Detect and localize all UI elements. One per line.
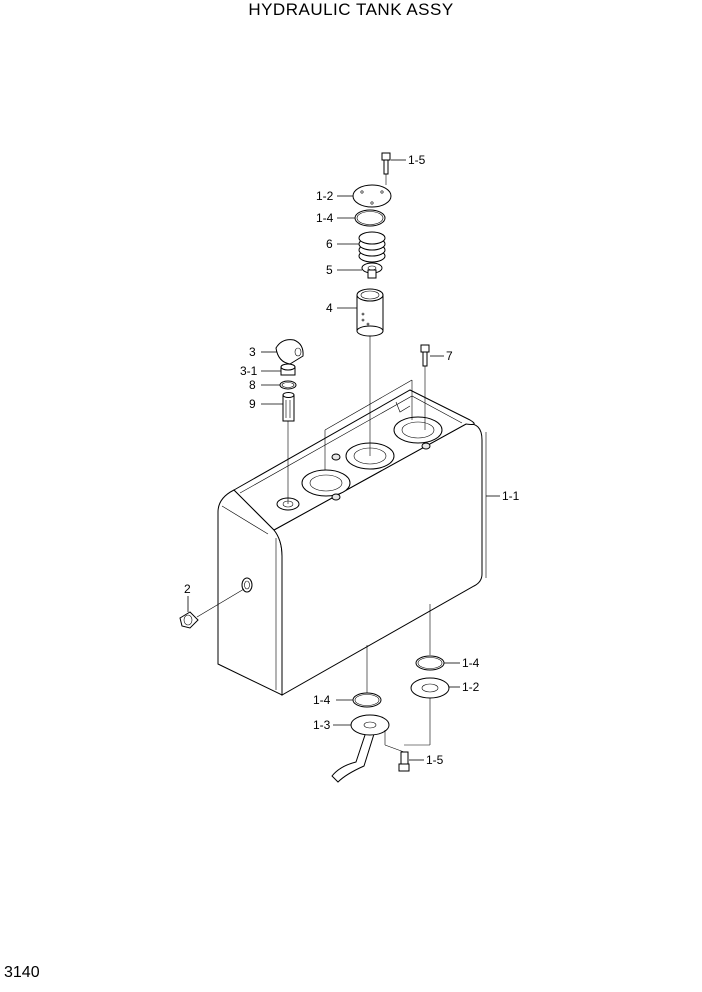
leader-lines [187,159,500,761]
valve-5 [361,262,383,279]
o-ring-8 [279,380,297,390]
filter-element-4 [356,288,384,337]
callout-7: 7 [446,349,453,363]
callout-1-2-right: 1-2 [462,680,480,694]
suction-pipe-1-3 [331,714,390,783]
bolt-1-5-bottom [398,751,410,772]
cover-plate-1-2-right [410,677,450,699]
spring-6 [358,231,386,263]
diagram-title: HYDRAULIC TANK ASSY [248,0,454,19]
o-ring-1-4-right [415,655,445,671]
plug-2 [179,611,199,629]
adapter-3-1 [280,363,296,376]
callout-5: 5 [326,263,333,277]
callout-3: 3 [249,345,256,359]
callout-1-4-left: 1-4 [313,693,331,707]
callout-1-2-top: 1-2 [316,189,334,203]
callout-1-4-right: 1-4 [462,656,480,670]
callout-1-1: 1-1 [502,489,520,503]
tank-body [217,389,487,696]
o-ring-1-4-top [354,209,386,227]
callout-6: 6 [326,237,333,251]
side-port [241,577,253,593]
bolt-7 [420,344,430,367]
callout-1-3: 1-3 [313,718,331,732]
callout-3-1: 3-1 [240,364,258,378]
cover-plate-1-2-top [352,184,392,208]
o-ring-1-4-left [352,692,382,708]
callout-2: 2 [184,582,191,596]
bolt-1-5-top [381,152,391,175]
callout-9: 9 [249,397,256,411]
strainer-9 [282,392,295,422]
callout-8: 8 [249,378,256,392]
cap-3 [275,339,304,365]
callout-1-5-top: 1-5 [408,153,426,167]
page-number: 3140 [4,964,40,981]
callout-4: 4 [326,301,333,315]
callout-1-4-top: 1-4 [316,211,334,225]
callout-1-5-bottom: 1-5 [426,753,444,767]
